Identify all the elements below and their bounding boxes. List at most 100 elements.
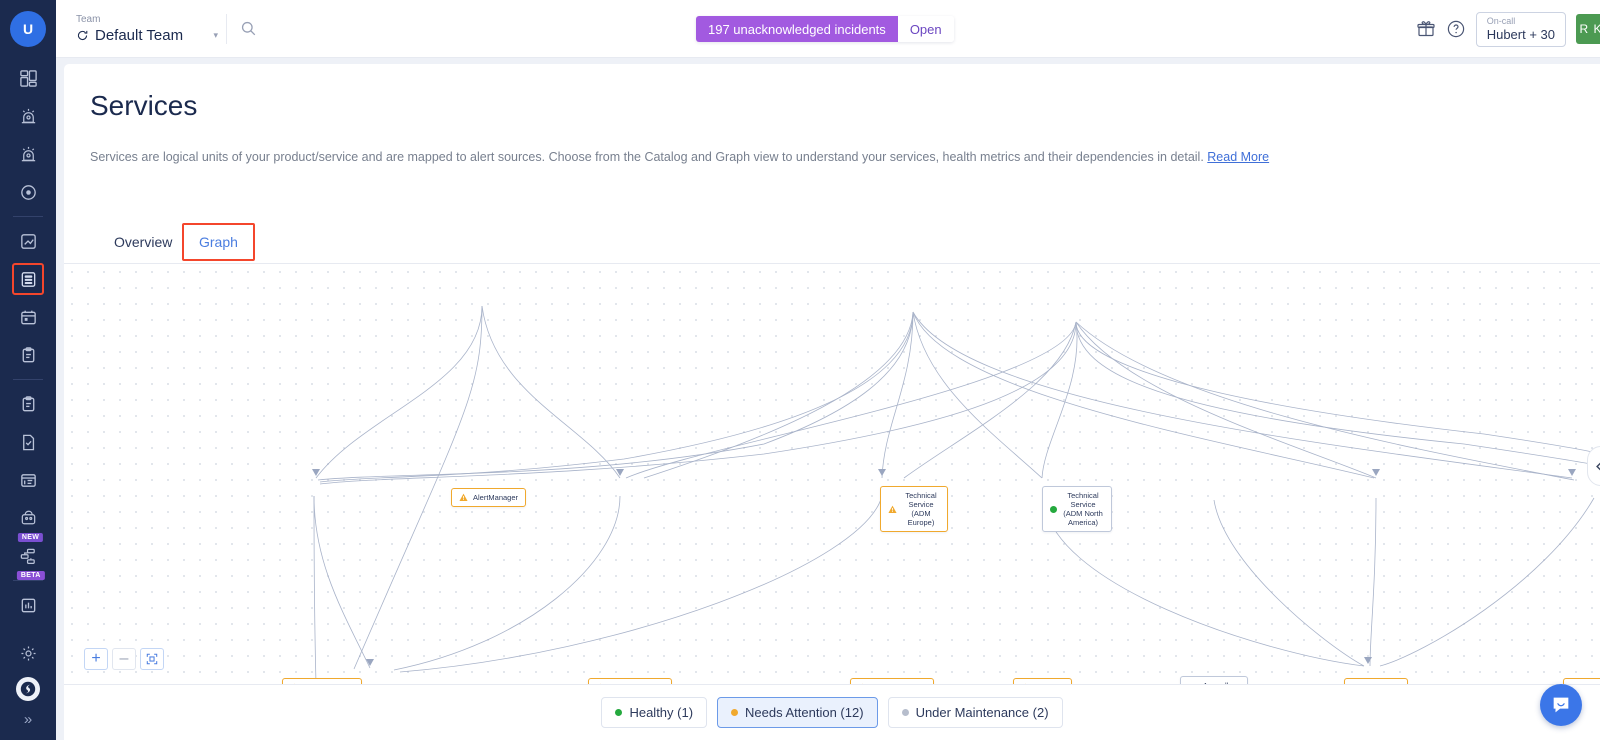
view-tabs: Overview Graph — [64, 223, 1600, 264]
oncall-label: On-call — [1486, 15, 1516, 26]
legend-dot-needs-attention — [731, 709, 739, 716]
oncall-selector[interactable]: On-call Hubert + 30 — [1475, 11, 1566, 47]
warning-icon — [1025, 683, 1026, 684]
help-button[interactable] — [1446, 19, 1466, 39]
search-icon — [241, 21, 255, 36]
sidebar-item-runbooks[interactable] — [0, 336, 56, 374]
sidebar-item-dashboard[interactable] — [0, 59, 56, 97]
fit-to-screen-button[interactable] — [140, 648, 164, 670]
services-card: Services Services are logical units of y… — [64, 64, 1600, 740]
sidebar-item-schedules[interactable] — [0, 298, 56, 336]
sidebar-item-status-page[interactable] — [0, 423, 56, 461]
graph-edges — [312, 305, 1600, 684]
team-label: Team — [76, 13, 101, 25]
graph-legend: Healthy (1) Needs Attention (12) Under M… — [64, 684, 1600, 740]
status-dot-healthy — [1050, 505, 1057, 513]
expand-rail-button[interactable]: » — [23, 711, 33, 728]
tab-overview[interactable]: Overview — [114, 234, 173, 250]
chat-bubble-icon — [1553, 697, 1569, 713]
user-avatar[interactable]: R K — [1576, 14, 1600, 44]
legend-filter-under-maintenance[interactable]: Under Maintenance (2) — [887, 697, 1063, 728]
node-label: Web Messenger — [872, 683, 926, 684]
graph-node-apis[interactable]: APIs (updated) — [282, 678, 363, 684]
nav-divider-2 — [13, 379, 43, 380]
service-graph-canvas[interactable]: AlertManager Technical Service (ADM Euro… — [64, 264, 1600, 684]
gift-button[interactable] — [1416, 19, 1436, 39]
page-container: Services Services are logical units of y… — [56, 58, 1600, 740]
sidebar-item-reports[interactable] — [0, 586, 56, 624]
fit-to-screen-icon — [146, 653, 158, 665]
legend-label: Needs Attention (12) — [745, 705, 864, 720]
badge-new: NEW — [17, 533, 44, 542]
team-selector[interactable]: Team Default Team ▾ — [76, 14, 226, 44]
sidebar-item-services[interactable] — [0, 260, 56, 298]
page-description-text: Services are logical units of your produ… — [90, 150, 1204, 164]
graph-node-endless-maintenance-service[interactable]: An endless maintenance service — [1180, 676, 1248, 684]
sidebar-item-alerts[interactable] — [0, 97, 56, 135]
org-logo-icon[interactable] — [16, 677, 40, 701]
nav-divider-3 — [13, 580, 43, 581]
tab-graph[interactable]: Graph — [182, 223, 255, 261]
siren-icon — [21, 108, 35, 123]
sidebar-item-workflows[interactable] — [0, 461, 56, 499]
browser-icon — [20, 473, 36, 487]
org-avatar[interactable]: U — [10, 11, 46, 47]
read-more-link[interactable]: Read More — [1207, 150, 1270, 164]
sidebar-item-workflow-builder[interactable]: BETA — [0, 537, 56, 580]
node-label: Mobile Application — [1585, 683, 1600, 684]
graph-node-alertmanager[interactable]: AlertManager — [451, 488, 527, 507]
zoom-out-button[interactable]: – — [112, 648, 136, 670]
sidebar-item-incidents[interactable] — [0, 135, 56, 173]
left-nav-rail: U — [0, 0, 56, 740]
sidebar-item-jira-integration[interactable]: NEW — [0, 499, 56, 542]
legend-dot-healthy — [615, 709, 623, 716]
chat-support-button[interactable] — [1540, 684, 1582, 726]
graph-node-tech-eu[interactable]: Technical Service (ADM Europe) — [880, 486, 948, 532]
sidebar-item-analytics[interactable] — [0, 222, 56, 260]
search-button[interactable] — [227, 20, 269, 37]
graph-node-web-application[interactable]: Web Application — [588, 678, 672, 684]
nav-items: NEW BETA — [0, 59, 56, 672]
chevron-down-icon[interactable]: ▾ — [213, 29, 218, 40]
target-icon — [20, 184, 36, 200]
document-check-icon — [22, 434, 34, 450]
badge-beta: BETA — [16, 571, 45, 580]
sitemap-icon — [20, 548, 35, 564]
warning-icon — [888, 505, 897, 513]
incident-open-button[interactable]: Open — [897, 16, 954, 42]
sidebar-item-settings[interactable] — [0, 634, 56, 672]
node-label: Technical Service (ADM Europe) — [905, 491, 937, 527]
sidebar-item-postmortems[interactable] — [0, 385, 56, 423]
team-name: Default Team — [95, 26, 184, 44]
graph-node-mobile-application[interactable]: Mobile Application — [1563, 678, 1600, 684]
node-label: APIs (updated) — [304, 683, 354, 684]
page-title: Services — [90, 90, 198, 121]
node-label: Web Application — [610, 683, 664, 684]
gift-icon — [1417, 21, 1435, 37]
chart-square-icon — [20, 233, 36, 249]
team-refresh-icon — [77, 30, 88, 40]
graph-zoom-controls: + – — [84, 648, 164, 670]
node-label: Technical Service (ADM North America) — [1063, 491, 1103, 527]
help-circle-icon — [1447, 20, 1464, 38]
legend-dot-maintenance — [901, 709, 909, 716]
incident-count-label: 197 unacknowledged incidents — [696, 16, 898, 42]
graph-node-tech-na[interactable]: Technical Service (ADM North America) — [1042, 486, 1112, 532]
graph-node-service1[interactable]: Service1 — [1013, 678, 1073, 684]
graph-node-web-messenger[interactable]: Web Messenger — [850, 678, 935, 684]
node-label: An endless maintenance service — [1200, 681, 1243, 684]
warning-icon — [862, 683, 863, 684]
sidebar-item-on-call[interactable] — [0, 173, 56, 211]
nav-divider-1 — [13, 216, 43, 217]
graph-node-mobile-messenger[interactable]: Mobile Messenger — [1344, 678, 1408, 684]
legend-filter-healthy[interactable]: Healthy (1) — [601, 697, 708, 728]
legend-filter-needs-attention[interactable]: Needs Attention (12) — [717, 697, 878, 728]
collapse-panel-button[interactable] — [1587, 446, 1600, 486]
legend-label: Under Maintenance (2) — [915, 705, 1049, 720]
nav-footer: » — [0, 677, 56, 740]
topbar-actions: On-call Hubert + 30 R K — [1416, 0, 1600, 58]
bar-chart-icon — [21, 598, 35, 612]
page-description: Services are logical units of your produ… — [64, 122, 1600, 164]
zoom-in-button[interactable]: + — [84, 648, 108, 670]
